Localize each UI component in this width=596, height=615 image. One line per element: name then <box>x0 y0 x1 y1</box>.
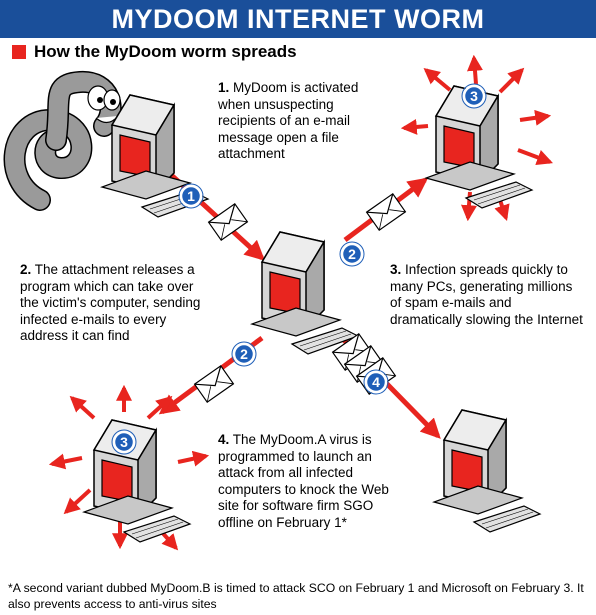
step-1-description: MyDoom is activated when unsuspecting re… <box>218 80 359 161</box>
number-badge-3: 3 <box>461 83 487 109</box>
subtitle: How the MyDoom worm spreads <box>12 42 297 62</box>
envelope-icon <box>207 203 249 241</box>
bullet-square-icon <box>12 45 26 59</box>
svg-text:3: 3 <box>120 434 128 450</box>
burst-arrows-bottomleft <box>48 384 210 551</box>
svg-text:3: 3 <box>470 88 478 104</box>
subtitle-text: How the MyDoom worm spreads <box>34 42 297 61</box>
svg-text:1: 1 <box>187 188 195 204</box>
number-badge-1: 1 <box>178 183 204 209</box>
step-4-description: The MyDoom.A virus is programmed to laun… <box>218 432 389 530</box>
step-2-description: The attachment releases a program which … <box>20 262 201 343</box>
step-2-text: 2. The attachment releases a program whi… <box>20 262 210 345</box>
computer-icon-bottomright <box>433 409 541 533</box>
number-badge-2: 2 <box>339 241 365 267</box>
number-badge-3: 3 <box>111 429 137 455</box>
envelope-icon <box>193 365 235 403</box>
step-3-description: Infection spreads quickly to many PCs, g… <box>390 262 583 327</box>
step-1-text: 1. MyDoom is activated when unsuspecting… <box>218 80 393 163</box>
page-title: MYDOOM INTERNET WORM <box>111 3 485 34</box>
svg-text:4: 4 <box>372 374 380 390</box>
svg-text:2: 2 <box>348 246 356 262</box>
worm-icon <box>3 71 122 211</box>
step-3-text: 3. Infection spreads quickly to many PCs… <box>390 262 585 328</box>
step-2-number: 2. <box>20 262 32 277</box>
step-4-number: 4. <box>218 432 230 447</box>
burst-arrows-topright <box>400 54 553 222</box>
svg-text:2: 2 <box>240 346 248 362</box>
number-badge-4: 4 <box>363 369 389 395</box>
number-badge-2: 2 <box>231 341 257 367</box>
step-1-number: 1. <box>218 80 230 95</box>
footnote: *A second variant dubbed MyDoom.B is tim… <box>8 581 584 611</box>
step-3-number: 3. <box>390 262 402 277</box>
title-bar: MYDOOM INTERNET WORM <box>0 0 596 38</box>
computer-icon-bottomleft <box>83 419 191 543</box>
step-4-text: 4. The MyDoom.A virus is programmed to l… <box>218 432 408 531</box>
